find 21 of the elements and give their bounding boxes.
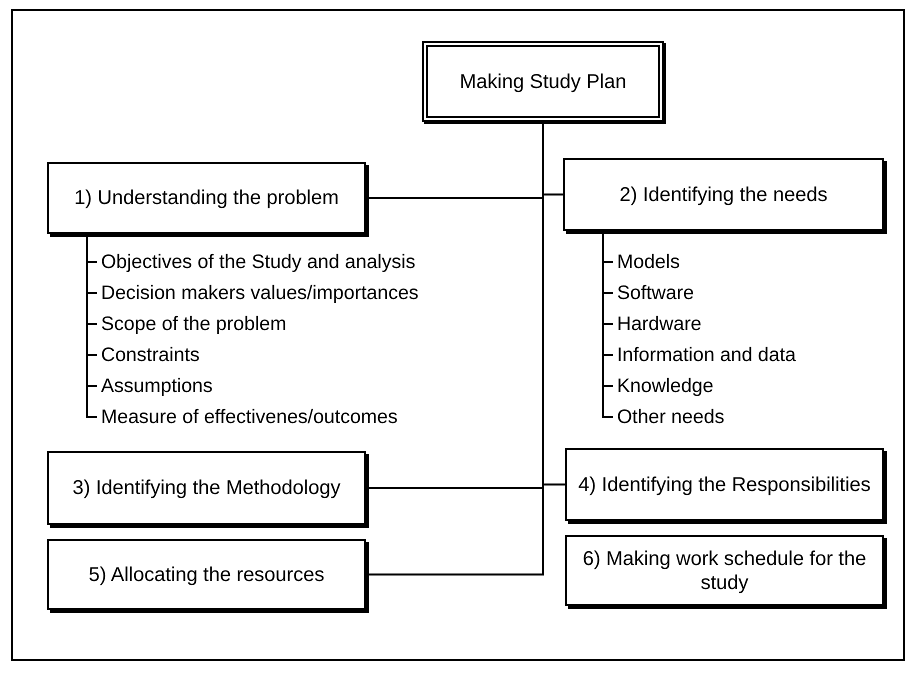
list-item: Objectives of the Study and analysis: [101, 249, 416, 275]
list-item: Information and data: [617, 342, 796, 368]
list-item: Other needs: [617, 404, 724, 430]
list-item: Hardware: [617, 311, 702, 337]
list-item: Measure of effectivenes/outcomes: [101, 404, 398, 430]
process-box: 5) Allocating the resources: [47, 539, 366, 610]
list-item: Models: [617, 249, 680, 275]
process-box: 4) Identifying the Responsibilities: [565, 448, 884, 521]
title-box: Making Study Plan: [422, 41, 664, 122]
process-box: 1) Understanding the problem: [47, 162, 366, 234]
connector-line: [86, 236, 97, 418]
list-item: Constraints: [101, 342, 200, 368]
process-box: 3) Identifying the Methodology: [47, 451, 366, 525]
process-box: 2) Identifying the needs: [563, 158, 884, 231]
list-item: Decision makers values/importances: [101, 280, 419, 306]
list-item: Assumptions: [101, 373, 213, 399]
list-item: Scope of the problem: [101, 311, 286, 337]
connector-line: [602, 233, 613, 418]
list-item: Knowledge: [617, 373, 714, 399]
list-item: Software: [617, 280, 694, 306]
process-box: 6) Making work schedule for the study: [565, 535, 884, 606]
